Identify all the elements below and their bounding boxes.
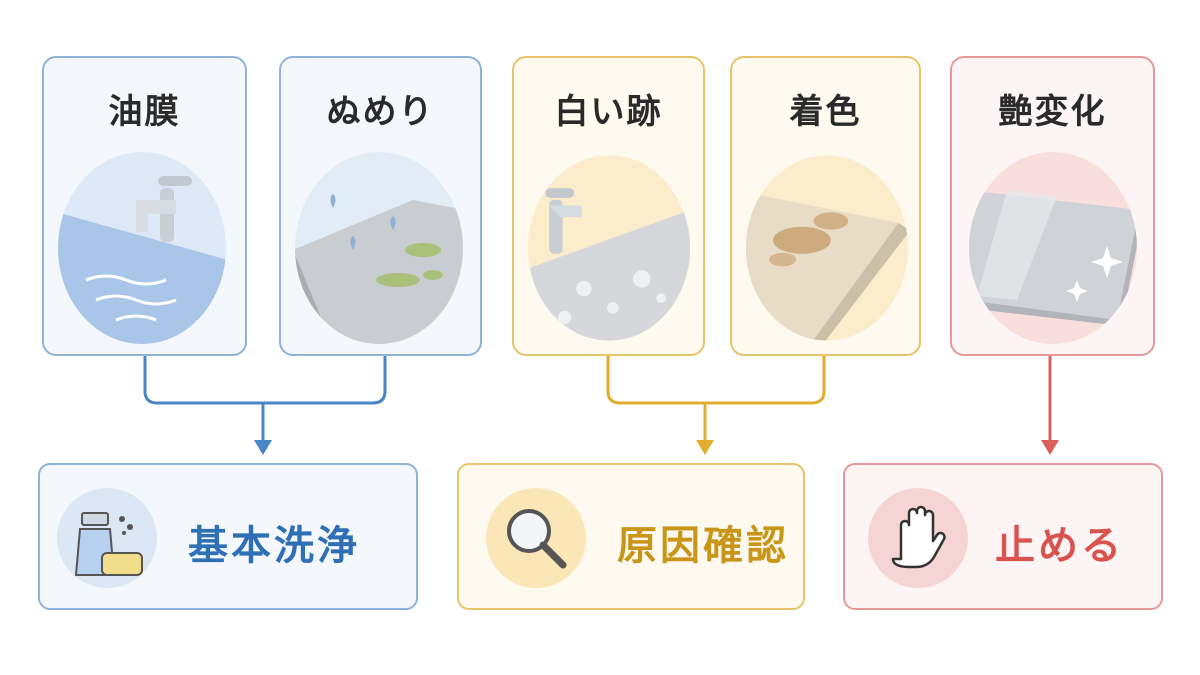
gloss-change-icon (969, 152, 1137, 344)
problem-label: 着色 (789, 92, 862, 132)
slime-countertop-icon (295, 152, 463, 344)
blue-arrowhead (254, 440, 272, 455)
action-cause-check: 原因確認 (457, 463, 805, 610)
faucet-water-icon (58, 152, 226, 344)
blue-connector (143, 356, 387, 443)
action-label: 止める (995, 523, 1124, 569)
action-basic-cleaning: 基本洗浄 (38, 463, 418, 610)
problem-card-oil-film: 油膜 (42, 56, 247, 356)
action-label: 基本洗浄 (188, 523, 360, 569)
problem-card-white-marks: 白い跡 (512, 56, 705, 356)
amber-arrowhead (696, 440, 714, 455)
action-stop: 止める (843, 463, 1163, 610)
problem-card-slime: ぬめり (279, 56, 482, 356)
amber-connector (606, 356, 826, 443)
red-arrowhead (1041, 440, 1059, 455)
stain-icon (745, 155, 909, 341)
problem-card-discoloration: 着色 (730, 56, 921, 356)
problem-card-gloss-change: 艶変化 (950, 56, 1155, 356)
spray-sponge-icon (57, 488, 157, 588)
magnifier-icon (486, 488, 586, 588)
problem-label: ぬめり (326, 92, 435, 132)
problem-label: 油膜 (108, 92, 181, 132)
white-spots-icon (527, 155, 691, 341)
action-label: 原因確認 (617, 523, 789, 569)
problem-label: 艶変化 (998, 92, 1107, 132)
problem-label: 白い跡 (554, 92, 663, 132)
stop-hand-icon (868, 488, 968, 588)
